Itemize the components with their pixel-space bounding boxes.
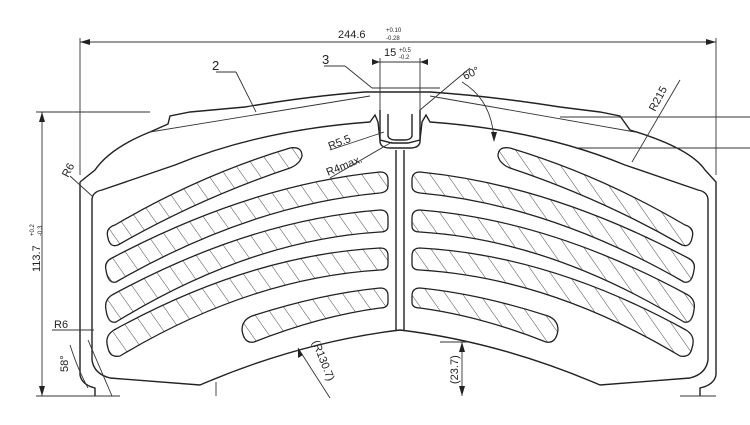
height-tol-upper: +0.2 (30, 223, 36, 236)
center-slot: 15 +0.5 -0.2 (372, 47, 428, 330)
left-groove-4 (106, 247, 389, 357)
height-tol-lower: -0.3 (38, 225, 44, 236)
height-value: 113.7 (31, 245, 43, 272)
slot-width-value: 15 (384, 47, 396, 59)
radius-6-lower-annotation: R6 (52, 319, 94, 331)
slot-width-tol-lower: -0.2 (399, 55, 410, 61)
angle-top-value: 60° (461, 65, 481, 83)
overall-width-tol-lower: -0.28 (386, 36, 400, 42)
angle-left-value: 58° (59, 355, 71, 372)
radius-large-value: R215 (647, 85, 670, 114)
callout-2: 2 (212, 58, 257, 113)
slot-width-tol-upper: +0.5 (399, 48, 412, 54)
right-groove-2 (411, 171, 696, 283)
left-friction-grooves (104, 147, 389, 357)
radius-6-upper-annotation: R6 (60, 161, 93, 197)
radius-bottom-arc-value: (R130.7) (309, 339, 336, 383)
bottom-edge-marks (95, 382, 716, 397)
radius-215-annotation: R215 (631, 79, 681, 163)
radius-6-upper-value: R6 (60, 161, 77, 179)
callout-2-label: 2 (212, 58, 219, 73)
callout-3: 3 (322, 52, 373, 89)
right-groove-1 (497, 147, 694, 247)
backing-plate-outline (79, 91, 717, 396)
right-groove-5 (411, 287, 559, 343)
left-groove-1 (106, 147, 303, 247)
right-groove-4 (411, 247, 694, 357)
radius-6-lower-value: R6 (54, 319, 68, 331)
overall-width-tol-upper: +0.10 (386, 28, 402, 34)
height-dimension: 113.7 +0.2 -0.3 (30, 111, 150, 397)
left-groove-2 (104, 171, 389, 283)
overall-width-value: 244.6 (338, 29, 366, 41)
bottom-dimension-23-7: (23.7) (440, 341, 470, 396)
right-friction-grooves (411, 147, 696, 357)
overall-width-dimension: 244.6 +0.10 -0.28 (79, 28, 717, 175)
left-groove-5 (241, 287, 389, 343)
right-groove-3 (411, 209, 696, 323)
callout-3-label: 3 (322, 52, 329, 67)
angle-58-annotation: 58° (59, 339, 113, 397)
left-groove-3 (104, 209, 389, 323)
friction-material-outline (91, 113, 709, 386)
dim-bottom-value: (23.7) (449, 355, 461, 384)
